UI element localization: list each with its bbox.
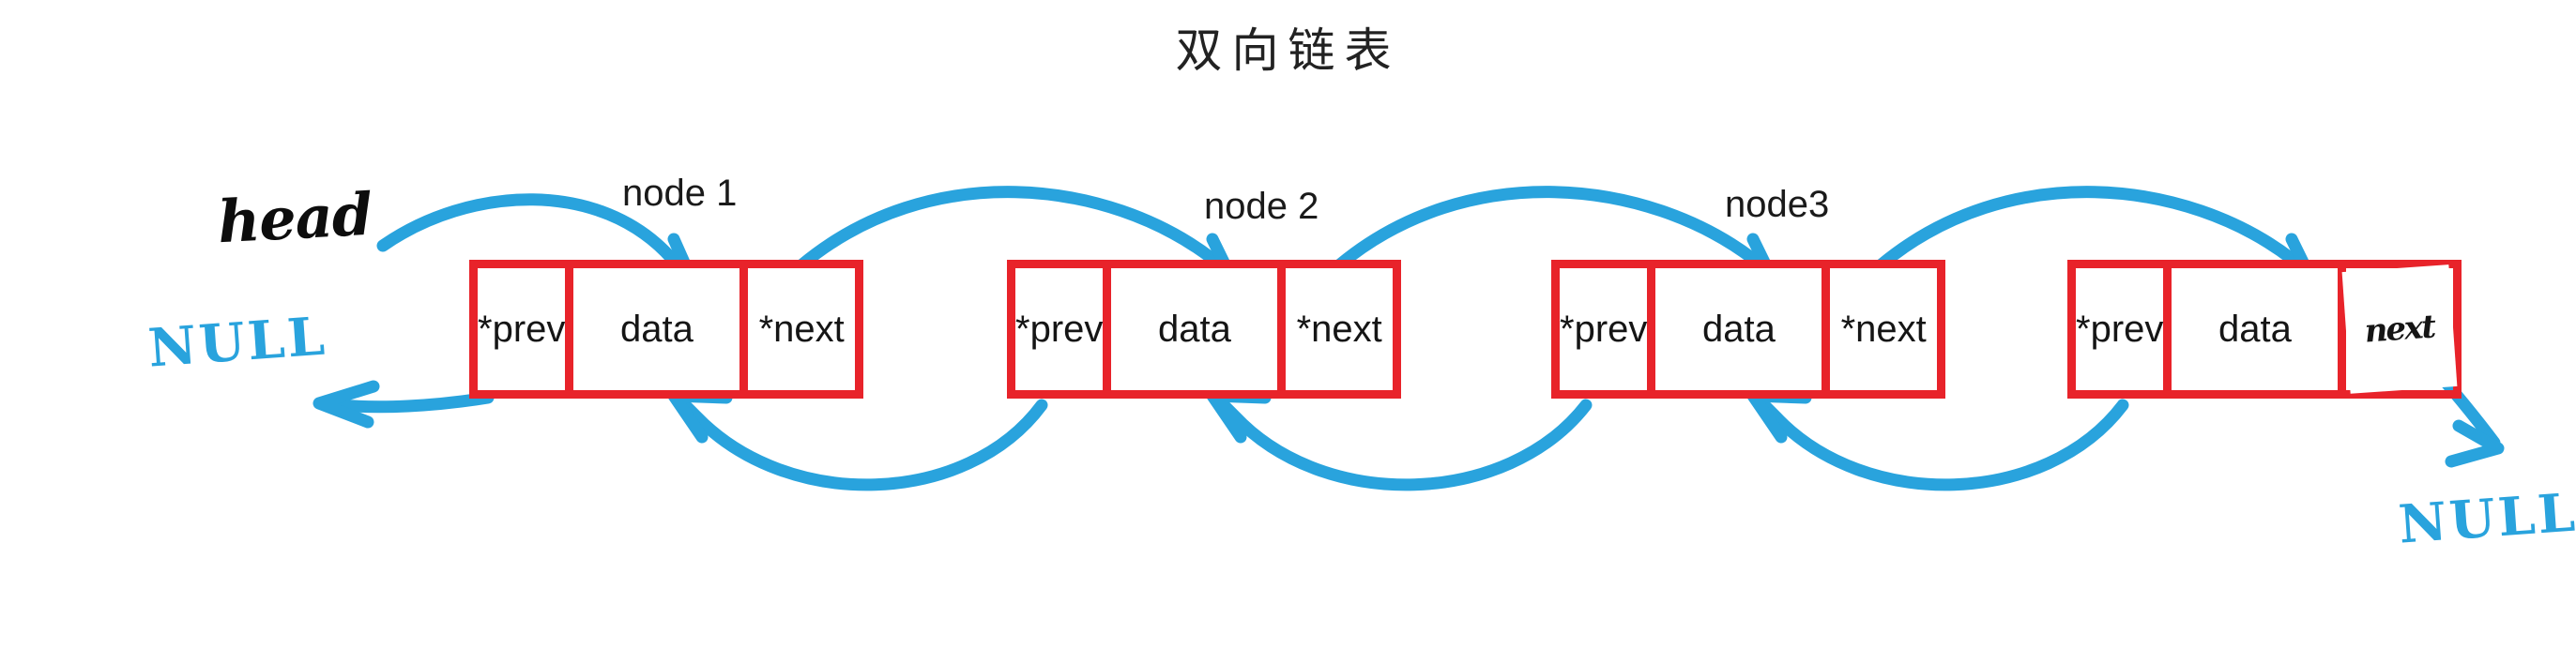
- null-left-annotation: NULL: [145, 305, 329, 380]
- backward-arrow-1-curve: [671, 391, 1048, 491]
- node-2-prev-cell: *prev: [1015, 268, 1112, 390]
- node-label-3: node3: [1725, 184, 1830, 225]
- node-3-data-cell: data: [1655, 268, 1831, 390]
- node-1-next-cell: *next: [748, 268, 855, 390]
- backward-arrow-3-head: [1746, 389, 1812, 444]
- backward-arrow-3-curve: [1750, 391, 2129, 491]
- node-3-prev-cell: *prev: [1560, 268, 1656, 390]
- node-2-next-cell: *next: [1286, 268, 1393, 390]
- node-4-data-cell: data: [2172, 268, 2347, 390]
- backward-arrow-2-curve: [1210, 391, 1593, 491]
- node-box-4: *prev data next: [2067, 260, 2462, 399]
- node-1-data-cell: data: [573, 268, 749, 390]
- null-left-arrow-curve: [320, 391, 495, 414]
- page-title: 双向链表: [1175, 23, 1401, 78]
- null-left-arrow-head: [312, 380, 380, 429]
- node-label-2: node 2: [1204, 186, 1319, 227]
- node-label-1: node 1: [622, 173, 738, 214]
- head-annotation: head: [216, 179, 373, 257]
- backward-arrow-1-head: [667, 389, 733, 444]
- backward-arrow-2-head: [1206, 389, 1272, 444]
- node-4-prev-cell: *prev: [2076, 268, 2172, 390]
- node-box-3: *prev data *next: [1551, 260, 1945, 399]
- node-box-1: *prev data *next: [469, 260, 863, 399]
- node-2-data-cell: data: [1111, 268, 1287, 390]
- null-right-arrow-head: [2445, 419, 2505, 468]
- node-box-2: *prev data *next: [1007, 260, 1401, 399]
- node-3-next-cell: *next: [1830, 268, 1937, 390]
- node-1-prev-cell: *prev: [478, 268, 574, 390]
- null-right-annotation: NULL: [2396, 481, 2576, 556]
- node-4-next-cell: next: [2342, 264, 2458, 394]
